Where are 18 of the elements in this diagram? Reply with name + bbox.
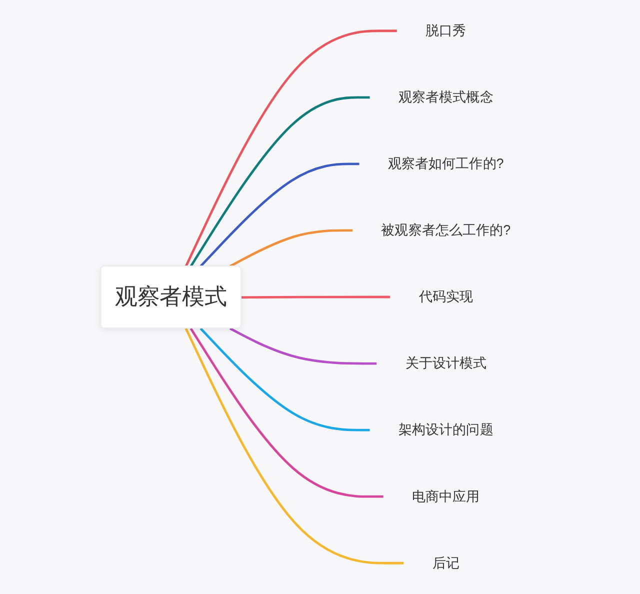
node-text: 被观察者怎么工作的?: [381, 222, 511, 238]
connector: [190, 328, 384, 498]
node-text: 架构设计的问题: [398, 422, 494, 438]
node-text: 关于设计模式: [405, 356, 487, 371]
node-text: 电商中应用: [412, 488, 480, 504]
connector: [200, 162, 360, 268]
connector: [184, 30, 397, 267]
connector: [229, 229, 352, 268]
node-text: 后记: [432, 555, 460, 570]
node-text: 脱口秀: [426, 23, 466, 38]
node-text: 代码实现: [418, 289, 473, 304]
connector: [200, 328, 370, 432]
connector: [229, 327, 377, 365]
connector: [241, 296, 390, 299]
node-text: 观察者模式概念: [398, 90, 494, 105]
node-text: 观察者如何工作的?: [388, 156, 504, 172]
connector: [184, 328, 404, 564]
connector: [190, 96, 370, 267]
